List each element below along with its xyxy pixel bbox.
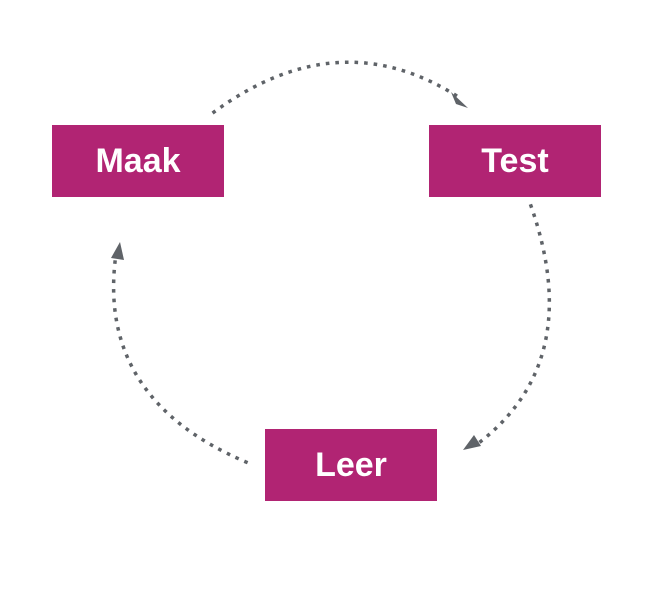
node-maak: Maak [52,125,224,197]
arrowhead-maak-icon [111,242,124,260]
arrow-leer-to-maak [111,260,249,465]
node-maak-label: Maak [95,141,181,180]
arrowhead-test-icon [451,92,468,108]
node-test-label: Test [481,141,549,180]
arrow-test-to-leer [477,203,552,445]
arrowhead-leer-icon [463,435,481,450]
node-leer: Leer [265,429,437,501]
node-leer-label: Leer [315,445,387,484]
node-test: Test [429,125,601,197]
arrow-maak-to-test [211,60,463,115]
